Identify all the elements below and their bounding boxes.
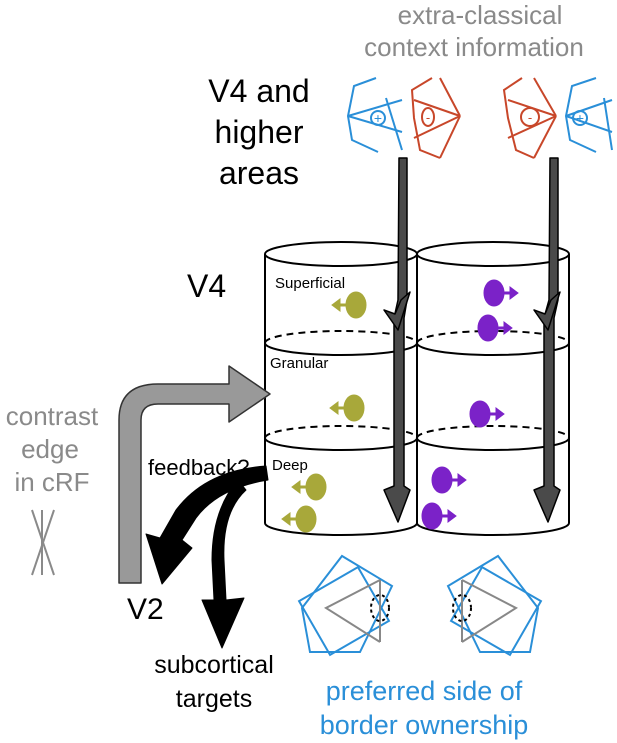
rf-excitatory-2 [564,77,613,153]
column-right [416,241,570,536]
column-left [264,241,418,536]
superficial-layer-label: Superficial [275,275,345,292]
preferred-side-label: preferred side of [326,676,523,706]
plus-sign-2: + [576,110,584,126]
rf-inhibitory-2 [502,77,557,159]
subcortical-label: subcortical [154,651,274,679]
output-arrows-black [145,465,269,649]
minus-sign-1: - [426,110,430,125]
targets-label: targets [176,685,252,713]
granular-layer-label: Granular [270,355,328,372]
deep-layer-label: Deep [272,457,308,474]
contrast-edge-icon [31,509,55,576]
border-ownership-icon-right [446,554,543,657]
minus-sign-2: - [528,110,532,125]
rf-excitatory-1 [346,77,403,153]
v4-higher-areas-label-2: higher [215,114,304,150]
v2-label: V2 [127,593,164,626]
border-ownership-icon-left [297,554,394,657]
edge-label: edge [21,434,79,464]
v4-higher-areas-label-3: areas [219,155,299,191]
border-ownership-label: border ownership [320,710,529,740]
v4-higher-areas-label-1: V4 and [208,73,309,109]
feedback-label: feedback? [148,455,250,480]
feedback-arrow-right [533,157,561,523]
feedback-arrow-left [383,157,411,523]
rf-inhibitory-1 [410,77,461,159]
in-crf-label: in cRF [14,467,89,497]
v4-label: V4 [187,268,226,304]
contrast-label: contrast [6,401,99,431]
feedforward-arrow-gray [118,365,271,584]
context-information-label: context information [364,32,584,62]
plus-sign-1: + [374,110,382,126]
extra-classical-label: extra-classical [398,0,563,30]
